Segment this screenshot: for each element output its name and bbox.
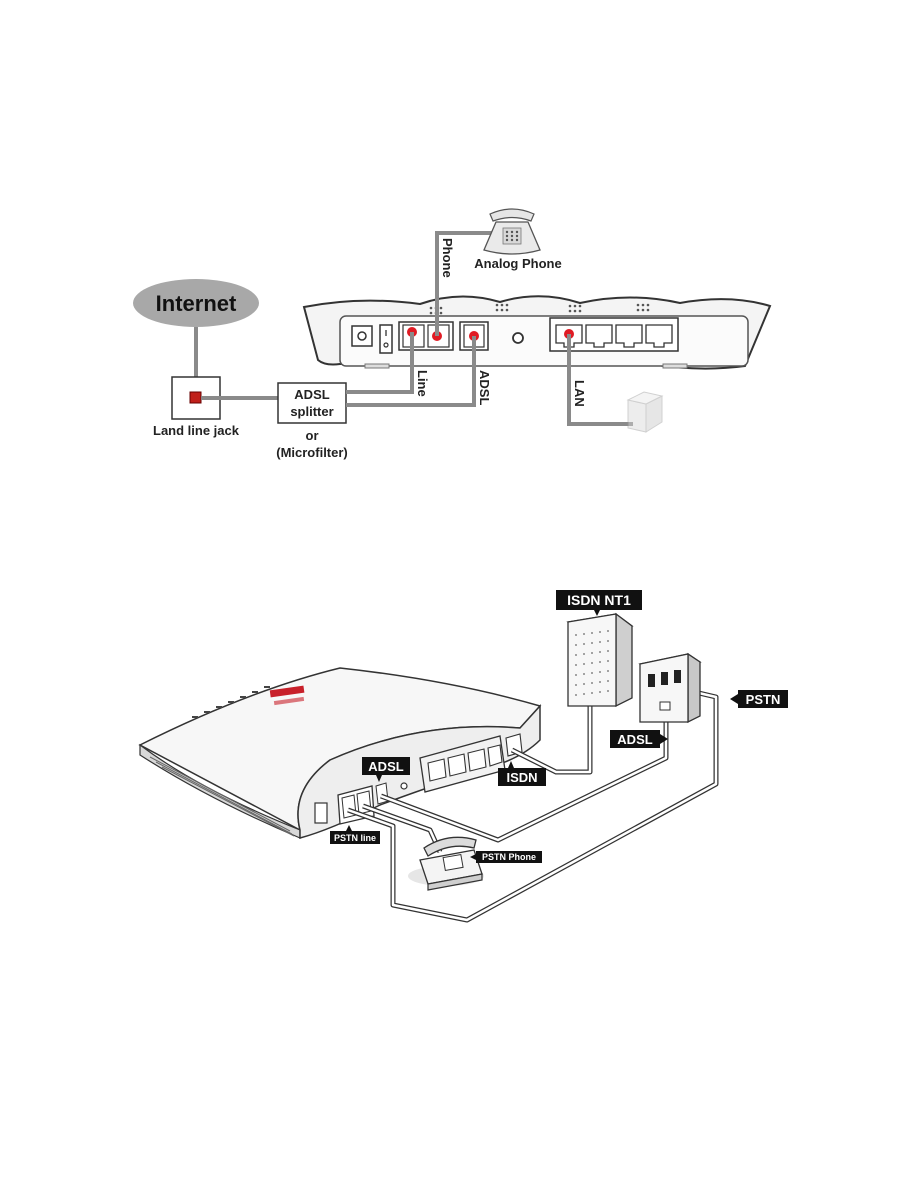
isdn-label: ISDN [506,770,537,785]
router-leds [192,686,270,718]
socket-hole-3 [674,670,681,683]
reset-hole-perspective [400,782,408,790]
phone-cable-label: Phone [440,238,455,278]
cables [347,687,719,923]
line-cable-label: Line [415,370,430,397]
splitter-label-line1: ADSL [294,387,329,402]
tag-pstn-line: PSTN line [330,825,380,844]
tag-adsl-port: ADSL [362,757,410,782]
lan-ports-perspective [427,744,503,782]
isdn-nt1-vent-grid [575,630,609,696]
pstn-line-label: PSTN line [334,833,376,843]
jack-socket-icon [189,391,202,404]
tag-pstn-phone: PSTN Phone [470,851,542,863]
lan-port-p4 [487,744,503,767]
lan-cable-label: LAN [572,380,587,407]
adsl-cable-label: ADSL [477,370,492,405]
adsl-port-label: ADSL [368,759,403,774]
brand-model [273,696,305,706]
internet-cloud [133,279,259,327]
power-port-perspective [314,802,328,824]
router-foot-right [662,363,688,369]
reset-hole [512,332,524,344]
lan-port-4 [645,324,673,348]
splitter-label-line2: splitter [290,404,333,419]
adsl-cable [346,336,476,407]
power-socket-hole [357,331,367,341]
pstn-phone-icon [408,836,484,891]
tag-isdn: ISDN [498,761,546,786]
adsl-tag-label: ADSL [617,732,652,747]
phone-cable [435,231,498,336]
computer-icon [626,391,664,433]
brand-logo [269,685,305,698]
pstn-phone-label: PSTN Phone [482,852,536,862]
line-cable [346,332,414,394]
socket-hole-2 [661,672,668,685]
power-switch [379,324,393,354]
adsl-splitter-box [277,382,347,424]
tag-isdn-nt1: ISDN NT1 [556,590,642,616]
adsl-connection-diagram: Internet Land line jack ADSL splitter or… [133,208,772,460]
wall-socket [638,652,702,724]
analog-phone-label: Analog Phone [474,256,561,271]
analog-phone-icon [483,208,541,255]
lan-port-p2 [447,753,467,777]
lan-port-p3 [467,748,487,772]
tag-adsl-socket: ADSL [610,730,668,748]
adsl-port-perspective [375,782,389,805]
isdn-nt1-device [566,612,634,708]
socket-adsl-slot [659,701,671,711]
lan-cable [567,334,633,426]
microfilter-label: (Microfilter) [276,445,348,460]
internet-label: Internet [156,291,237,316]
or-label: or [306,428,319,443]
lan-port-2 [585,324,613,348]
router-perspective [138,667,542,839]
router-led-dots [429,303,650,315]
router-vent-lines [149,756,295,837]
router-foot-left [364,363,390,369]
lan-port-3 [615,324,643,348]
isdn-pstn-connection-diagram: ISDN NT1 PSTN ADSL ADSL ISDN PSTN line [138,590,788,923]
land-line-jack-label: Land line jack [153,423,240,438]
tag-pstn: PSTN [730,690,788,708]
lan-port-p1 [427,758,447,782]
socket-hole-1 [648,674,655,687]
power-switch-off-mark [383,342,389,348]
isdn-nt1-label: ISDN NT1 [567,592,631,608]
pstn-label: PSTN [746,692,781,707]
